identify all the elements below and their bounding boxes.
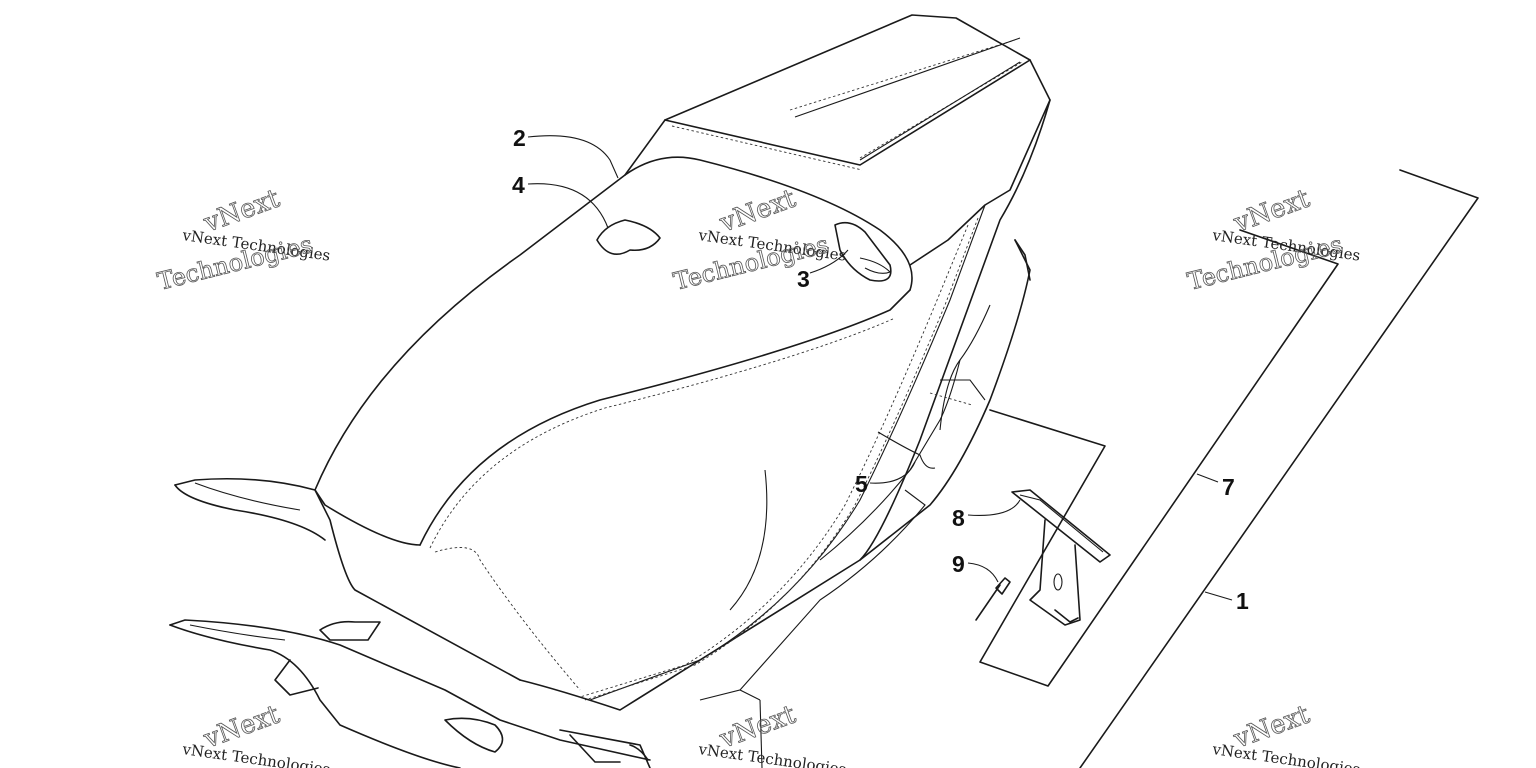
rivet (975, 577, 1011, 621)
svg-text:vNext: vNext (199, 184, 284, 239)
callout-5: 5 (855, 471, 868, 497)
foam-patch-3 (834, 221, 892, 282)
seat-assembly (169, 14, 1051, 768)
foam-patch-4 (596, 219, 661, 256)
svg-text:vNext: vNext (1229, 700, 1314, 755)
wire-clip-5 (877, 431, 936, 469)
watermark-bottom-left: vNext Technologies vNext (180, 699, 331, 768)
callout-2: 2 (513, 125, 526, 151)
watermark-bottom-center: vNext Technologies vNext (696, 699, 847, 768)
svg-text:vNext: vNext (199, 700, 284, 755)
leader-lines (527, 135, 1233, 601)
svg-text:vNext: vNext (715, 700, 800, 755)
watermark-top-left: vNext Technologies vNext Technologies (154, 183, 331, 296)
watermark-top-center: vNext Technologies vNext Technologies (670, 183, 847, 296)
group-bracket-1 (1079, 169, 1479, 768)
svg-text:vNext: vNext (1229, 184, 1314, 239)
callout-7: 7 (1222, 474, 1235, 500)
svg-text:vNext Technologies: vNext Technologies (696, 740, 847, 768)
svg-text:vNext Technologies: vNext Technologies (180, 740, 331, 768)
watermark-bottom-right: vNext Technologies vNext (1210, 699, 1361, 768)
callout-1: 1 (1236, 588, 1249, 614)
seat-bracket (1011, 489, 1111, 626)
watermark-top-right: vNext Technologies vNext Technologies (1184, 183, 1361, 296)
callout-9: 9 (952, 551, 965, 577)
svg-text:vNext Technologies: vNext Technologies (1210, 740, 1361, 768)
group-bracket-7 (979, 229, 1339, 687)
svg-text:vNext: vNext (715, 184, 800, 239)
callout-3: 3 (797, 266, 810, 292)
callout-4: 4 (512, 172, 525, 198)
callout-8: 8 (952, 505, 965, 531)
